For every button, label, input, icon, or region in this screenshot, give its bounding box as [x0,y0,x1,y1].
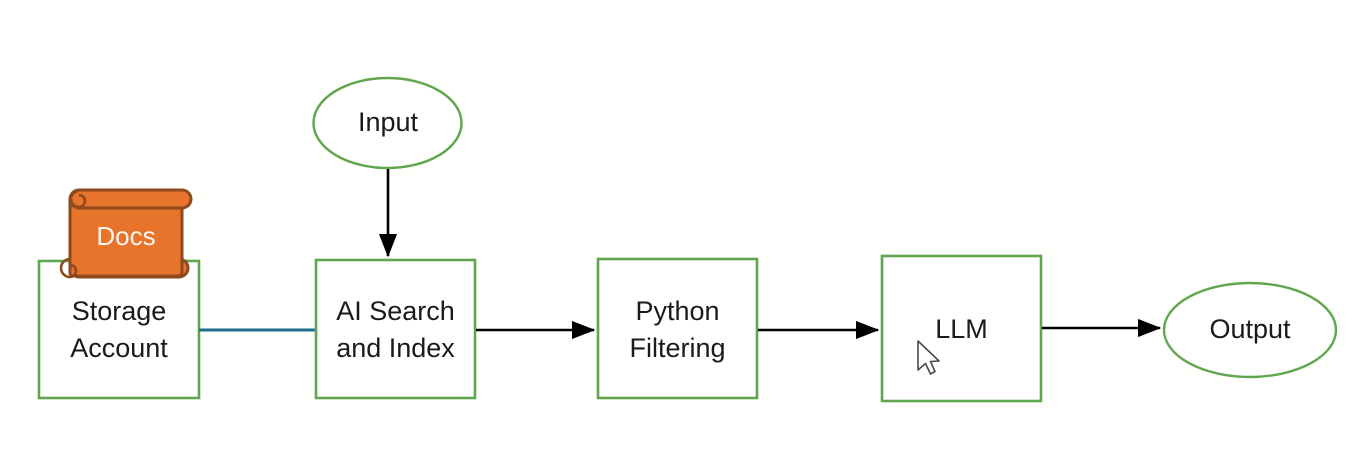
node-ai-search-box[interactable] [314,258,477,400]
node-python-filtering-box[interactable] [596,257,759,400]
node-llm-box[interactable] [880,254,1043,403]
node-storage-account-box[interactable] [37,259,201,400]
node-input-ellipse[interactable] [312,76,463,170]
node-output-ellipse[interactable] [1162,281,1338,379]
docs-scroll-icon[interactable] [59,188,193,279]
